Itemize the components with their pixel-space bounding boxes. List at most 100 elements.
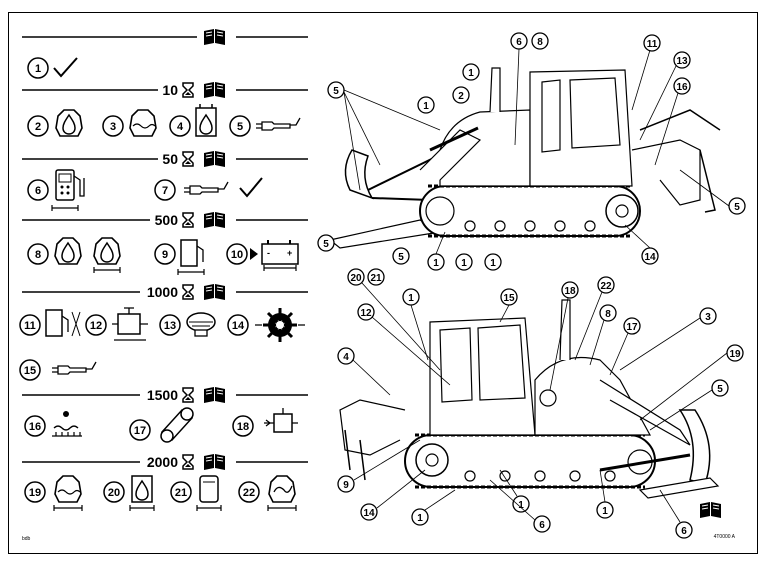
- gear-icon: [255, 308, 305, 342]
- item-21: 21: [170, 475, 222, 511]
- item-22: 22: [238, 475, 297, 511]
- item-4: 4: [169, 104, 217, 137]
- hourglass-icon: [182, 212, 194, 228]
- item-10: 10 - +: [226, 240, 299, 271]
- interval-row-2000: 2000: [22, 453, 308, 471]
- svg-text:20: 20: [350, 273, 362, 284]
- item-5: 5: [229, 115, 301, 137]
- hourglass-icon: [182, 284, 194, 300]
- callout: 6: [533, 515, 551, 533]
- callout: 1: [455, 253, 473, 271]
- svg-text:2: 2: [35, 121, 41, 133]
- svg-text:3: 3: [705, 312, 711, 323]
- callout: 1: [402, 288, 420, 306]
- item-8: 8: [27, 237, 121, 273]
- footer-right-code: 4T0000 A: [714, 534, 736, 540]
- svg-text:4: 4: [177, 121, 184, 133]
- callout: 13: [673, 51, 691, 69]
- callout: 1: [512, 495, 530, 513]
- callout: 14: [360, 503, 378, 521]
- interval-row-500: 500: [22, 211, 308, 229]
- svg-text:6: 6: [681, 526, 687, 537]
- footer-left-code: bdb: [22, 536, 31, 542]
- svg-text:17: 17: [626, 322, 638, 333]
- callout: 6: [675, 521, 693, 539]
- item-number-1: 1: [35, 63, 41, 75]
- svg-text:-: -: [267, 248, 270, 258]
- svg-text:10: 10: [231, 249, 243, 261]
- item-14: 14: [227, 308, 305, 342]
- svg-text:1: 1: [468, 68, 474, 79]
- svg-text:5: 5: [398, 252, 404, 263]
- interval-row-50: 50: [22, 150, 308, 168]
- svg-text:22: 22: [600, 281, 612, 292]
- roller-icon: [160, 407, 194, 443]
- svg-text:19: 19: [729, 349, 741, 360]
- svg-text:8: 8: [35, 249, 41, 261]
- coolant-icon: [129, 109, 157, 137]
- svg-text:1: 1: [433, 258, 439, 269]
- item-11: 11: [19, 309, 81, 337]
- svg-text:1: 1: [423, 101, 429, 112]
- svg-text:16: 16: [29, 421, 41, 433]
- callout: 16: [673, 77, 691, 95]
- transmission-icon: [117, 313, 141, 335]
- svg-text:20: 20: [108, 487, 120, 499]
- check-icon: [53, 57, 78, 78]
- battery-icon: - +: [261, 240, 299, 271]
- callout: 8: [531, 32, 549, 50]
- svg-text:6: 6: [35, 185, 41, 197]
- callout: 5: [711, 379, 729, 397]
- callout: 17: [623, 317, 641, 335]
- filter-icon: [199, 475, 219, 503]
- book-icon: [203, 150, 226, 168]
- item-16: 16: [24, 411, 82, 437]
- svg-text:1: 1: [518, 500, 524, 511]
- svg-text:16: 16: [676, 82, 688, 93]
- hourglass-icon: [182, 454, 194, 470]
- svg-text:12: 12: [360, 308, 372, 319]
- svg-text:14: 14: [363, 508, 375, 519]
- hourglass-icon: [182, 82, 194, 98]
- breather-icon: [186, 312, 216, 337]
- svg-text:+: +: [287, 248, 292, 258]
- svg-text:8: 8: [605, 309, 611, 320]
- item-3: 3: [102, 109, 157, 137]
- interval-row-1000: 1000: [22, 283, 308, 301]
- hourglass-icon: [182, 387, 194, 403]
- item-18: 18: [232, 408, 298, 437]
- svg-text:3: 3: [110, 121, 116, 133]
- fuel-pump-icon: [51, 169, 85, 211]
- callout: 18: [561, 281, 579, 299]
- callout: 5: [317, 234, 335, 252]
- item-13: 13: [159, 312, 216, 337]
- svg-text:22: 22: [243, 487, 255, 499]
- svg-text:9: 9: [162, 249, 168, 261]
- book-icon: [203, 283, 226, 301]
- callout: 11: [643, 34, 661, 52]
- svg-text:2: 2: [458, 91, 464, 102]
- svg-text:500: 500: [155, 212, 179, 228]
- book-icon: [203, 386, 226, 404]
- callout: 3: [699, 307, 717, 325]
- svg-text:1: 1: [408, 293, 414, 304]
- svg-text:6: 6: [539, 520, 545, 531]
- item-7: 7: [154, 177, 263, 201]
- svg-text:1000: 1000: [147, 284, 178, 300]
- svg-text:17: 17: [134, 425, 146, 437]
- svg-text:1: 1: [461, 258, 467, 269]
- svg-text:8: 8: [537, 37, 543, 48]
- book-icon: [203, 453, 226, 471]
- svg-text:18: 18: [564, 286, 576, 297]
- callout: 5: [728, 197, 746, 215]
- item-1: 1: [27, 57, 78, 79]
- fuel-pump-icon: [45, 309, 63, 337]
- bottom-callouts: 20 21 1 12 4 15 18 22 8 17 3 19 5 9: [337, 268, 744, 539]
- svg-text:4: 4: [343, 352, 349, 363]
- svg-text:21: 21: [175, 487, 187, 499]
- callout: 1: [462, 63, 480, 81]
- dozer-bottom-illustration: [339, 299, 720, 499]
- page-frame: [8, 12, 758, 554]
- callout: 1: [417, 96, 435, 114]
